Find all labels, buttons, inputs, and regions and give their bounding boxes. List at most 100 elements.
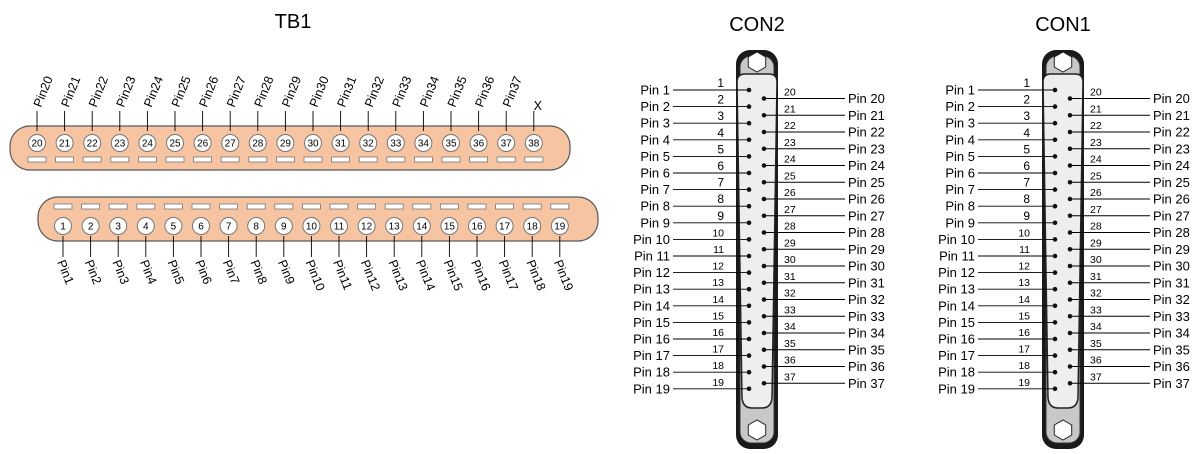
tb1-bottom-terminal (136, 217, 155, 235)
tb1-bottom-terminal (54, 217, 72, 235)
pin-contact (746, 320, 752, 325)
tb1-bottom-terminal-number: 13 (389, 222, 401, 233)
pin-number-left: 3 (717, 109, 724, 123)
pin-number-left: 9 (1023, 209, 1030, 223)
tb1-bottom-slot (384, 203, 404, 210)
pin-label-right: Pin 28 (848, 225, 885, 240)
pin-label-left: Pin 11 (634, 249, 670, 264)
pin-label-left: Pin 13 (938, 282, 975, 297)
tb1-top-terminal-number: 29 (280, 139, 292, 150)
pin-contact (1052, 120, 1058, 126)
pin-number-left: 18 (712, 360, 724, 372)
pin-label-right: Pin 33 (848, 309, 885, 324)
tb1-top-terminal-number: 26 (197, 139, 209, 150)
pin-contact (1067, 313, 1073, 319)
tb1-top-slot (441, 156, 461, 163)
pin-label-left: Pin 15 (633, 315, 670, 330)
pin-label-left: Pin 12 (633, 265, 670, 280)
tb1-top-terminal (359, 134, 378, 152)
tb1-bottom-terminal (468, 217, 486, 235)
tb1-bottom-slot (163, 203, 183, 210)
tb1-top-terminal-number: 30 (307, 139, 319, 150)
pin-number-left: 11 (1019, 244, 1030, 256)
pin-label-left: Pin 9 (945, 215, 975, 230)
pin-number-right: 36 (1090, 355, 1102, 367)
pin-label-left: Pin 8 (945, 199, 975, 214)
tb1-top-slot (27, 156, 47, 163)
pin-number-left: 14 (712, 294, 724, 306)
tb1-bottom-terminal-number: 3 (115, 222, 121, 233)
pin-contact (1052, 336, 1058, 342)
tb1-bottom-terminal-number: 12 (361, 222, 373, 233)
pin-number-right: 24 (784, 154, 796, 166)
pin-number-left: 7 (1023, 176, 1030, 190)
pin-label-left: Pin 1 (640, 83, 670, 98)
tb1-bottom-label: Pin18 (523, 258, 548, 293)
tb1-bottom-terminal (330, 217, 348, 235)
pin-label-left: Pin 9 (640, 215, 670, 230)
tb1-bottom-terminal-number: 14 (416, 222, 428, 233)
pin-contact (761, 263, 767, 269)
pin-label-right: Pin 23 (848, 141, 885, 156)
tb1-bottom-label: Pin4 (137, 258, 159, 286)
tb1-top-terminal-number: 24 (142, 139, 154, 150)
pin-contact (761, 246, 767, 252)
pin-label-right: Pin 23 (1153, 141, 1190, 156)
tb1-bottom-slot (81, 203, 100, 210)
pin-number-right: 20 (1090, 87, 1102, 99)
pin-number-left: 13 (712, 277, 724, 289)
tb1-top-terminal (221, 134, 240, 152)
pin-label-right: Pin 32 (1153, 292, 1190, 307)
tb1-top-terminal (386, 134, 405, 152)
pin-label-right: Pin 31 (1153, 275, 1190, 290)
pin-number-right: 25 (784, 170, 796, 182)
pin-label-left: Pin 4 (945, 132, 975, 147)
pin-contact (1067, 330, 1073, 336)
tb1-bottom-terminal-number: 2 (88, 222, 94, 233)
pin-contact (746, 286, 752, 292)
tb1-bottom-slot (301, 203, 321, 210)
tb1-top-slot (303, 156, 323, 163)
pin-contact (1067, 129, 1073, 135)
pin-number-right: 34 (1090, 321, 1102, 333)
pin-number-left: 18 (1018, 360, 1030, 372)
pin-number-right: 36 (784, 355, 796, 367)
tb1-top-terminal (138, 134, 157, 152)
pin-contact (761, 380, 767, 386)
pin-contact (1052, 154, 1058, 159)
pin-contact (761, 112, 767, 118)
connector-insulator (736, 73, 778, 409)
tb1-top-terminal (166, 134, 184, 152)
tb1-top-slot (165, 156, 185, 163)
tb1-top-slot (331, 156, 351, 163)
tb1-bottom-label: Pin8 (247, 258, 269, 286)
tb1-bottom-terminal (412, 217, 431, 235)
tb1-top-terminal (110, 134, 129, 152)
tb1-top-slot (137, 156, 157, 163)
pin-contact (761, 280, 767, 286)
tb1-bottom-terminal (440, 217, 459, 235)
tb1-top-terminal (276, 134, 295, 152)
pin-contact (1067, 146, 1073, 152)
pin-number-left: 13 (1018, 277, 1030, 289)
pin-label-left: Pin 3 (945, 116, 975, 131)
pin-contact (746, 187, 752, 192)
tb1-bottom-terminal-number: 16 (471, 222, 483, 233)
pin-number-left: 10 (712, 227, 724, 239)
connector-insulator (1042, 73, 1084, 409)
tb1-bottom-terminal (247, 217, 266, 235)
pin-number-left: 3 (1023, 109, 1030, 123)
tb1-bottom-label: Pin1 (54, 258, 76, 286)
tb1-bottom-terminal (357, 217, 376, 235)
tb1-bottom-slot (108, 203, 128, 210)
tb1-bottom-terminal (495, 217, 514, 235)
tb1-bottom-terminal-number: 17 (499, 222, 511, 233)
tb1-bottom-label: Pin10 (303, 258, 328, 293)
pin-contact (1067, 246, 1073, 252)
pin-number-left: 19 (712, 377, 724, 389)
pin-label-right: Pin 36 (848, 359, 885, 374)
pin-contact (746, 87, 752, 93)
pin-contact (1052, 253, 1058, 259)
